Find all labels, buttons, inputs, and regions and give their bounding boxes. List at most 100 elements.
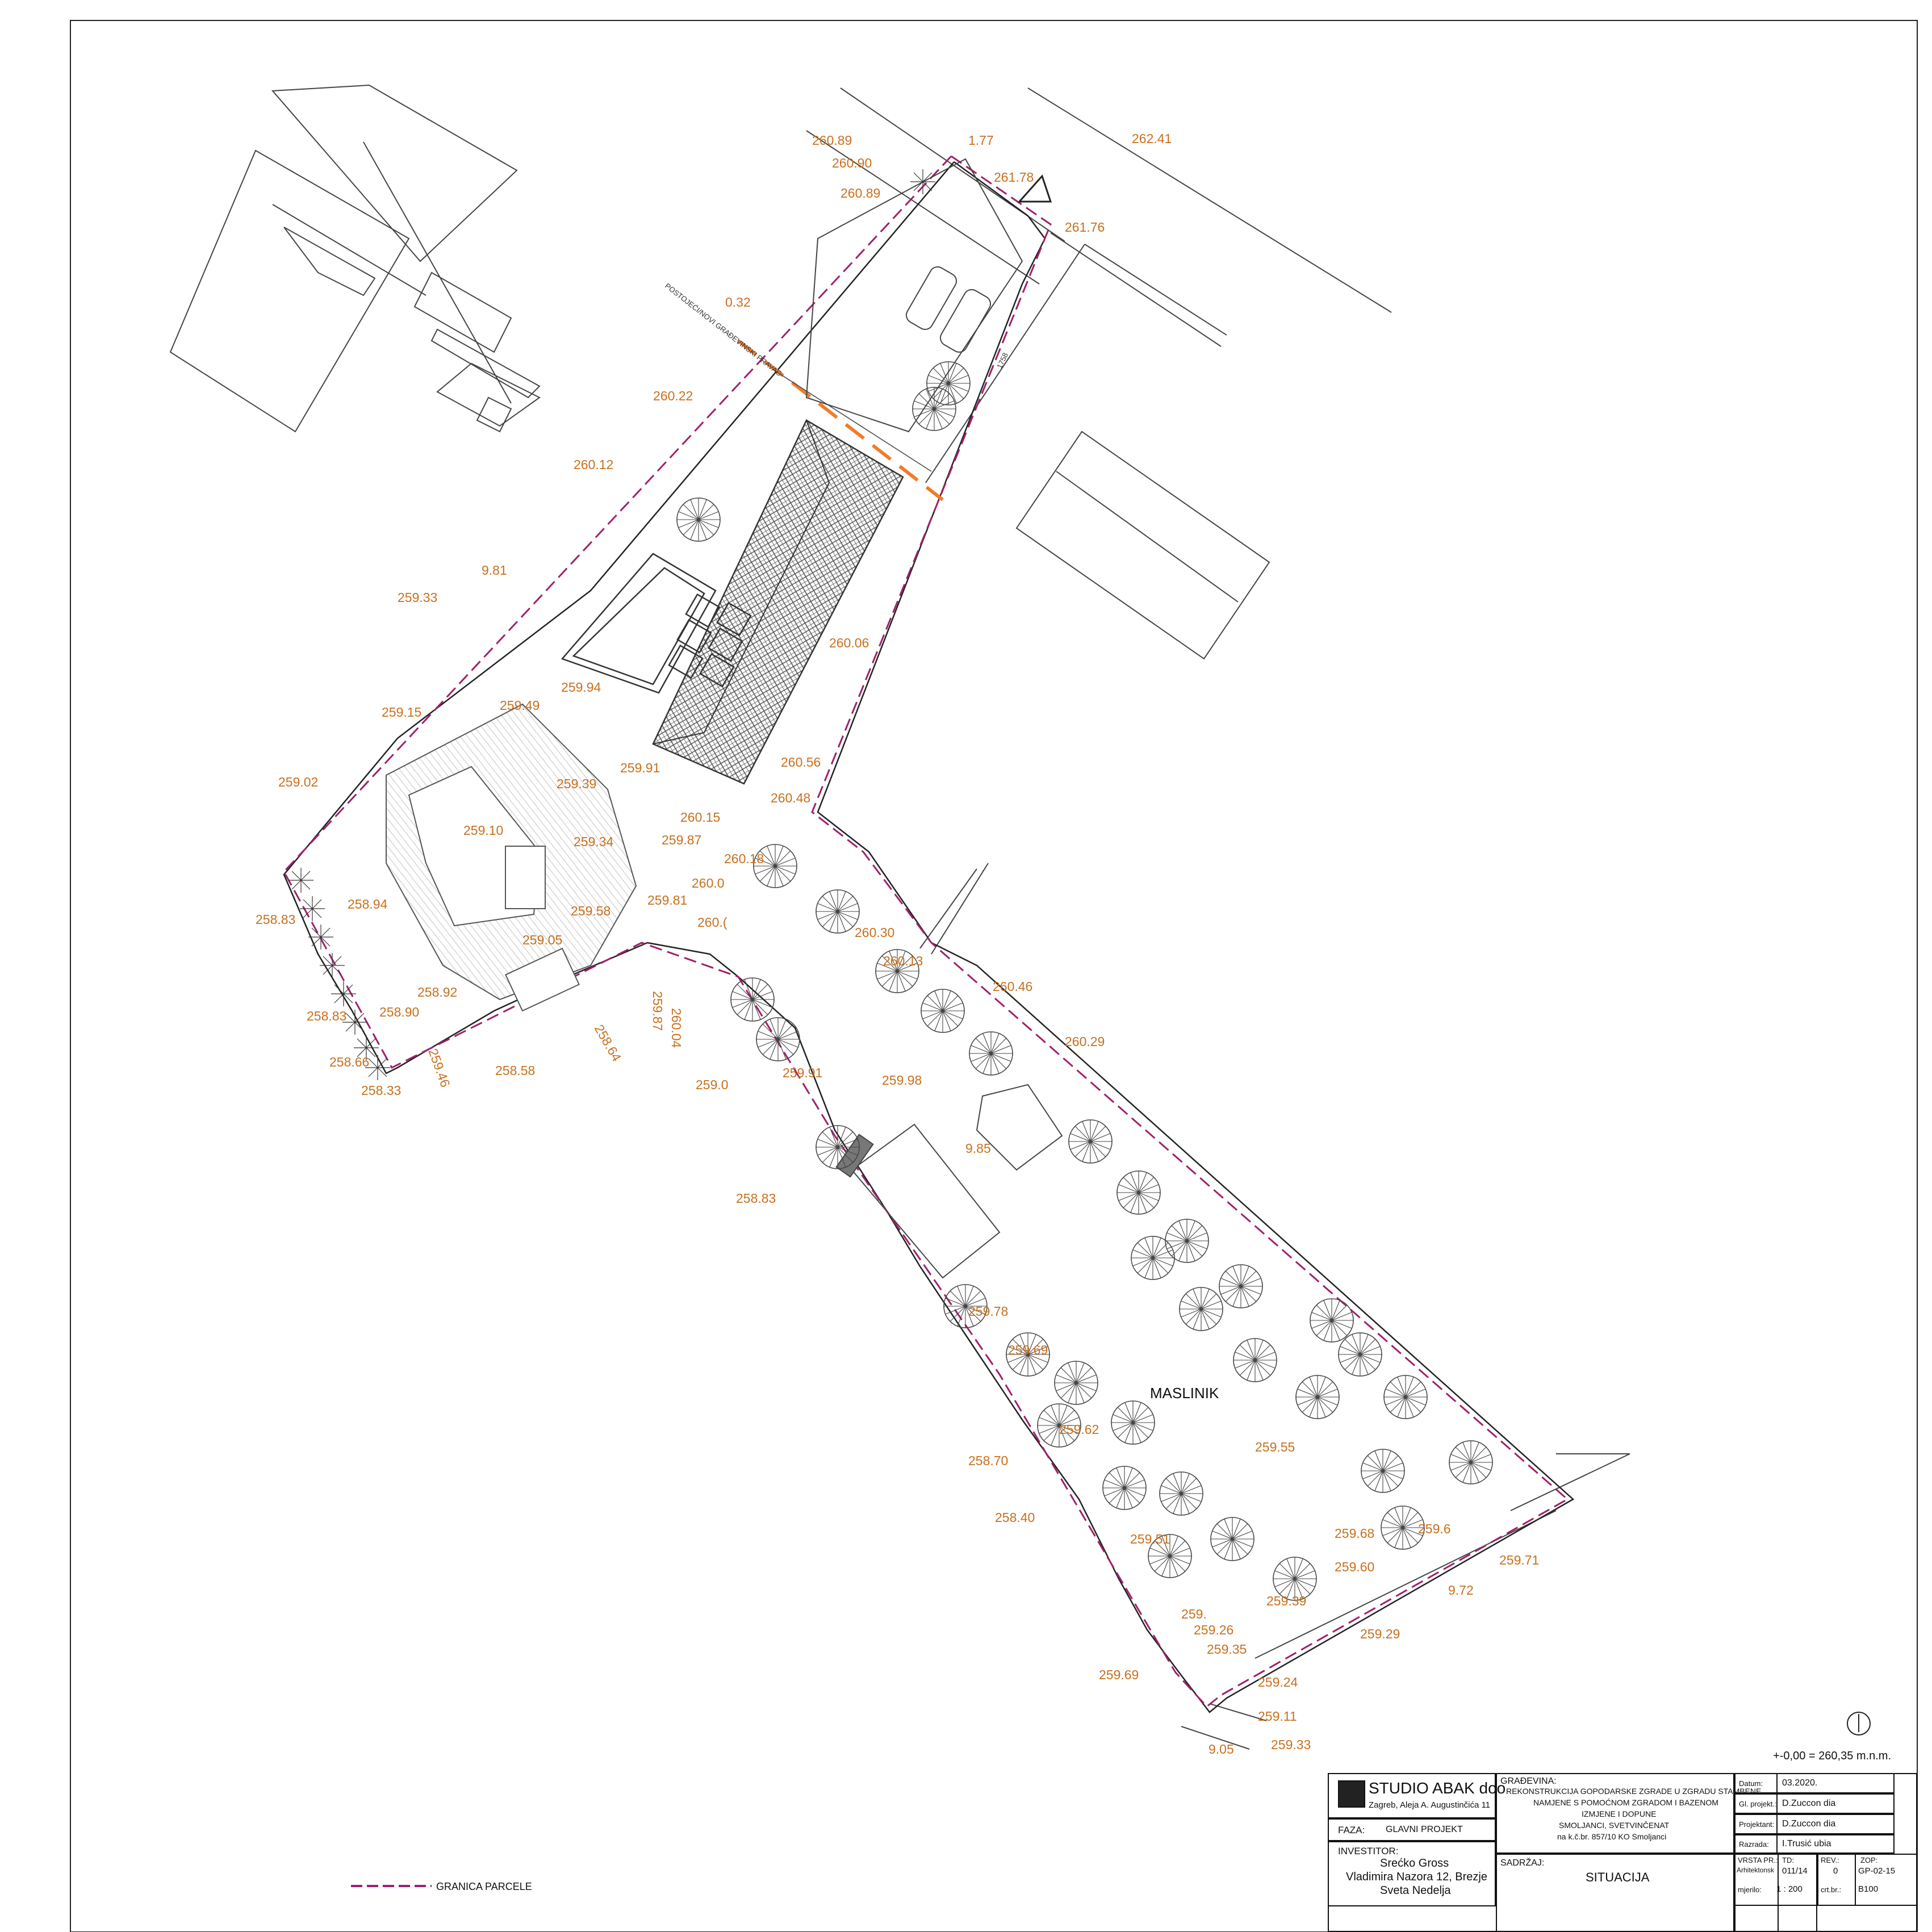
- elevation-label: 259.98: [882, 1073, 922, 1088]
- investor-line-3: Sveta Nedelja: [1380, 1884, 1451, 1897]
- terrain-boundary: [283, 161, 1575, 1713]
- elevation-label: 260.04: [669, 1008, 684, 1048]
- elevation-label: 259.6: [1418, 1521, 1451, 1536]
- north-symbol: [1847, 1712, 1871, 1736]
- elevation-label: 259.69: [1099, 1667, 1139, 1682]
- datum-value: 03.2020.: [1782, 1778, 1818, 1788]
- crtbr-label: crt.br.:: [1821, 1885, 1842, 1894]
- elevation-label: 259.02: [278, 775, 318, 789]
- terrace-deck: [386, 703, 637, 1012]
- neighbour-buildings-nw: [169, 84, 541, 433]
- vrsta-value: Arhitektonsk: [1737, 1866, 1775, 1874]
- rev-label: REV.:: [1821, 1856, 1839, 1864]
- elevation-label: 259.39: [1266, 1594, 1306, 1608]
- elevation-label: 259.15: [382, 705, 421, 720]
- elevation-label: 259.39: [557, 776, 596, 791]
- elevation-label: 260.90: [832, 156, 872, 170]
- elevation-label: 259.24: [1258, 1675, 1298, 1690]
- elevation-label: 259.46: [425, 1047, 453, 1089]
- elevation-label: 259.87: [650, 991, 665, 1031]
- rev-value: 0: [1833, 1866, 1838, 1876]
- gradevina-line-2: NAMJENE S POMOĆNOM ZGRADOM I BAZENOM: [1533, 1798, 1718, 1807]
- elevation-label: 258.70: [968, 1453, 1008, 1468]
- gl-projekt-value: D.Zuccon dia: [1782, 1799, 1836, 1808]
- elevation-label: 258.94: [348, 897, 388, 911]
- td-value: 011/14: [1782, 1866, 1808, 1876]
- mjerilo-label: mjerilo:: [1738, 1885, 1762, 1894]
- parcel-boundary: [283, 155, 1569, 1708]
- elevation-label: 258.90: [379, 1005, 419, 1019]
- projektant-label: Projektant:: [1739, 1820, 1775, 1829]
- gradevina-box: [1496, 1773, 1734, 1854]
- td-label: TD:: [1782, 1856, 1794, 1864]
- elevation-label: 258.92: [417, 985, 457, 1000]
- elevation-label: 261.76: [1065, 220, 1105, 235]
- elevation-label: 1.77: [968, 133, 994, 148]
- code-col-rev: [1817, 1854, 1856, 1906]
- datum-note: +-0,00 = 260,35 m.n.m.: [1773, 1750, 1891, 1762]
- elevation-label: 259.60: [1335, 1559, 1374, 1574]
- elevation-label: 9.72: [1448, 1583, 1474, 1598]
- elevation-label: 260.18: [724, 851, 764, 866]
- elevation-label: 260.56: [781, 755, 821, 770]
- elevation-label: 259.78: [968, 1304, 1008, 1319]
- legend-label: GRANICA PARCELE: [436, 1881, 532, 1892]
- code-col-td: [1778, 1854, 1817, 1932]
- elevation-label: 258.33: [361, 1083, 401, 1098]
- gradevina-line-3: IZMJENE I DOPUNE: [1582, 1809, 1657, 1818]
- elevation-label: 258.83: [736, 1191, 776, 1206]
- elevation-labels: 260.89260.90260.891.77261.78261.76262.41…: [256, 131, 1539, 1757]
- elevation-label: 260.29: [1065, 1034, 1105, 1049]
- title-block-studio: [1328, 1773, 1496, 1818]
- elevation-label: 260.12: [574, 457, 613, 472]
- elevation-label: 259.11: [1258, 1709, 1297, 1724]
- faza-label: FAZA:: [1338, 1825, 1365, 1835]
- investor-label: INVESTITOR:: [1338, 1846, 1399, 1856]
- zop-label: ZOP:: [1860, 1856, 1878, 1864]
- elevation-label: 259.49: [500, 698, 540, 713]
- sadrzaj-value: SITUACIJA: [1586, 1870, 1650, 1884]
- elevation-label: 259.91: [783, 1065, 822, 1080]
- elevation-label: 258.58: [495, 1063, 535, 1078]
- building-line-extension: [772, 369, 932, 472]
- elevation-label: 260.0: [692, 876, 725, 890]
- elevation-label: 259.69: [1008, 1343, 1048, 1357]
- elevation-label: 258.64: [592, 1022, 625, 1064]
- elevation-label: 258.66: [329, 1055, 369, 1069]
- elevation-label: 9.05: [1208, 1742, 1234, 1757]
- elevation-label: 260.13: [883, 954, 923, 968]
- elevation-label: 258.83: [307, 1009, 346, 1023]
- mjerilo-value: 1 : 200: [1776, 1884, 1803, 1894]
- elevation-label: 259.87: [662, 833, 701, 847]
- vrsta-label: VRSTA PR.:: [1738, 1856, 1778, 1864]
- hedge-shrubs: [288, 169, 936, 1081]
- gradevina-line-1: REKONSTRUKCIJA GOPODARSKE ZGRADE U ZGRAD…: [1506, 1787, 1762, 1796]
- info-label-col: [1734, 1773, 1778, 1854]
- road-lines: [806, 87, 1630, 1750]
- razrada-label: Razrada:: [1739, 1840, 1769, 1849]
- faza-box: [1328, 1818, 1496, 1841]
- investor-line-1: Srećko Gross: [1380, 1857, 1449, 1870]
- neighbour-building-ne: [1015, 430, 1270, 660]
- elevation-label: 259.58: [571, 904, 610, 918]
- building-line: [737, 339, 944, 501]
- elevation-label: 259.34: [574, 834, 614, 849]
- projektant-value: D.Zuccon dia: [1782, 1819, 1836, 1829]
- elevation-label: 259.51: [1130, 1532, 1170, 1546]
- pool: [835, 1084, 1063, 1279]
- elevation-label: 260.48: [771, 791, 810, 805]
- gl-projekt-label: Gl. projekt.:: [1739, 1800, 1777, 1808]
- building-line-label: POSTOJEĆI/NOVI GRAĐEVINSKI PRAVAC: [663, 282, 783, 378]
- faza-value: GLAVNI PROJEKT: [1386, 1825, 1463, 1834]
- elevation-label: 260.22: [653, 388, 693, 403]
- zop-value: GP-02-15: [1858, 1866, 1896, 1876]
- elevation-label: 9.85: [965, 1141, 991, 1156]
- elevation-label: 260.06: [829, 635, 869, 650]
- elevation-label: 259.71: [1499, 1553, 1539, 1567]
- parking-area: [805, 158, 1023, 433]
- elevation-label: 259.55: [1255, 1440, 1295, 1454]
- investor-box: [1328, 1841, 1496, 1906]
- elevation-label: 258.40: [995, 1510, 1035, 1525]
- elevation-label: 259.91: [620, 760, 660, 775]
